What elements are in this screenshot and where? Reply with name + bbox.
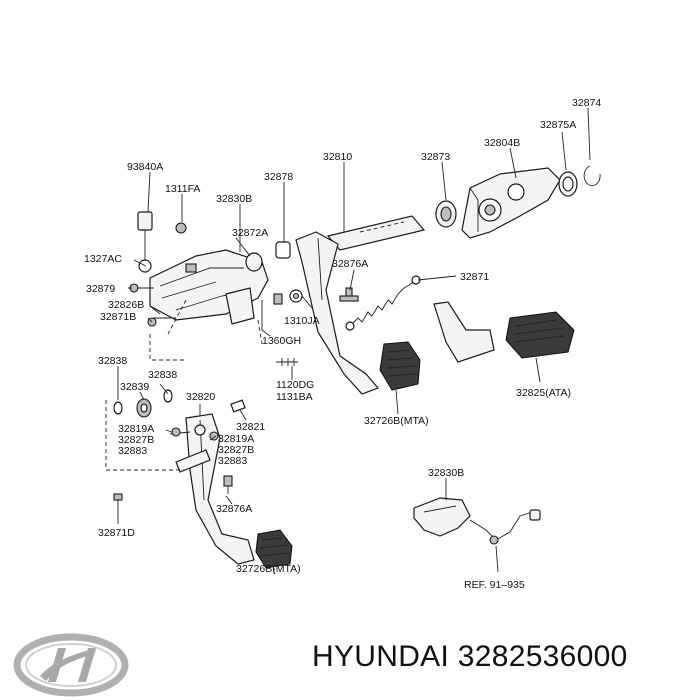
clip-32874 (583, 165, 601, 187)
hyundai-logo (13, 633, 129, 697)
bushing-32872a (245, 252, 263, 272)
label-1360gh: 1360GH (262, 335, 301, 347)
clutch-pedal-pad-32726b (255, 529, 293, 569)
spring-32871 (345, 275, 421, 331)
pedal-bracket-32830b (149, 249, 269, 325)
label-32879: 32879 (86, 283, 115, 295)
label-32838-right: 32838 (148, 369, 177, 381)
label-93840a: 93840A (127, 161, 163, 173)
label-1120dg: 1120DG (276, 379, 314, 391)
label-32830b-top: 32830B (216, 193, 252, 205)
label-ref-91-935: REF. 91–935 (464, 579, 525, 591)
nut-1310ja (289, 289, 303, 303)
label-32827b-left: 32827B (118, 434, 154, 446)
bushing-32873 (435, 200, 457, 228)
bolt-1120dg (276, 358, 298, 366)
pin-32871d (113, 493, 123, 501)
washer-1360gh (273, 293, 283, 305)
nut-1311fa (175, 222, 187, 234)
brand-part-number: HYUNDAI 3282536000 (312, 640, 628, 673)
washer-32838-left (113, 401, 123, 415)
brake-pedal-ata (433, 301, 495, 363)
label-1327ac: 1327AC (84, 253, 122, 265)
stopper-32878 (275, 241, 291, 259)
label-32838-left: 32838 (98, 355, 127, 367)
bushing-32839 (136, 398, 152, 418)
pin-32876a-bottom (223, 475, 233, 494)
label-1311fa: 1311FA (165, 183, 200, 195)
label-32804b: 32804B (484, 137, 520, 149)
label-32871: 32871 (460, 271, 489, 283)
label-32819a-left: 32819A (118, 423, 154, 435)
brake-pedal-pad-32825 (505, 311, 575, 359)
label-32726b-top: 32726B(MTA) (364, 415, 429, 427)
brake-pedal-bracket-32804b (461, 167, 561, 239)
label-32873: 32873 (421, 151, 450, 163)
label-32878: 32878 (264, 171, 293, 183)
switch-bracket-32830b (413, 497, 541, 545)
label-32827b-right: 32827B (218, 444, 254, 456)
pedal-shaft-32810 (295, 215, 426, 395)
pin-32821 (230, 399, 246, 413)
label-32830b-bottom: 32830B (428, 467, 464, 479)
label-32874: 32874 (572, 97, 601, 109)
leader-lines (105, 107, 591, 574)
label-1131ba: 1131BA (276, 391, 313, 403)
label-32726b-bottom: 32726B(MTA) (236, 563, 301, 575)
label-32883-left: 32883 (118, 445, 147, 457)
label-32819a-right: 32819A (218, 433, 254, 445)
label-32820: 32820 (186, 391, 215, 403)
washer-32838-right (163, 389, 173, 403)
label-32871d: 32871D (98, 527, 135, 539)
label-1310ja: 1310JA (284, 315, 320, 327)
label-32810: 32810 (323, 151, 352, 163)
label-32876a-top: 32876A (332, 258, 368, 270)
label-32826b: 32826B (108, 299, 144, 311)
label-32825: 32825(ATA) (516, 387, 571, 399)
pin-32876a-top (339, 287, 359, 302)
label-32871b: 32871B (100, 311, 136, 323)
label-32875a: 32875A (540, 119, 576, 131)
label-32839: 32839 (120, 381, 149, 393)
brake-pedal-pad-32726b-top (379, 341, 421, 391)
switch-93840a (137, 211, 153, 273)
label-32883-right: 32883 (218, 455, 247, 467)
label-32872a: 32872A (232, 227, 268, 239)
label-32876a-bottom: 32876A (216, 503, 252, 515)
bolt-32879 (129, 283, 154, 293)
washer-32875a (558, 171, 578, 197)
label-32821: 32821 (236, 421, 265, 433)
